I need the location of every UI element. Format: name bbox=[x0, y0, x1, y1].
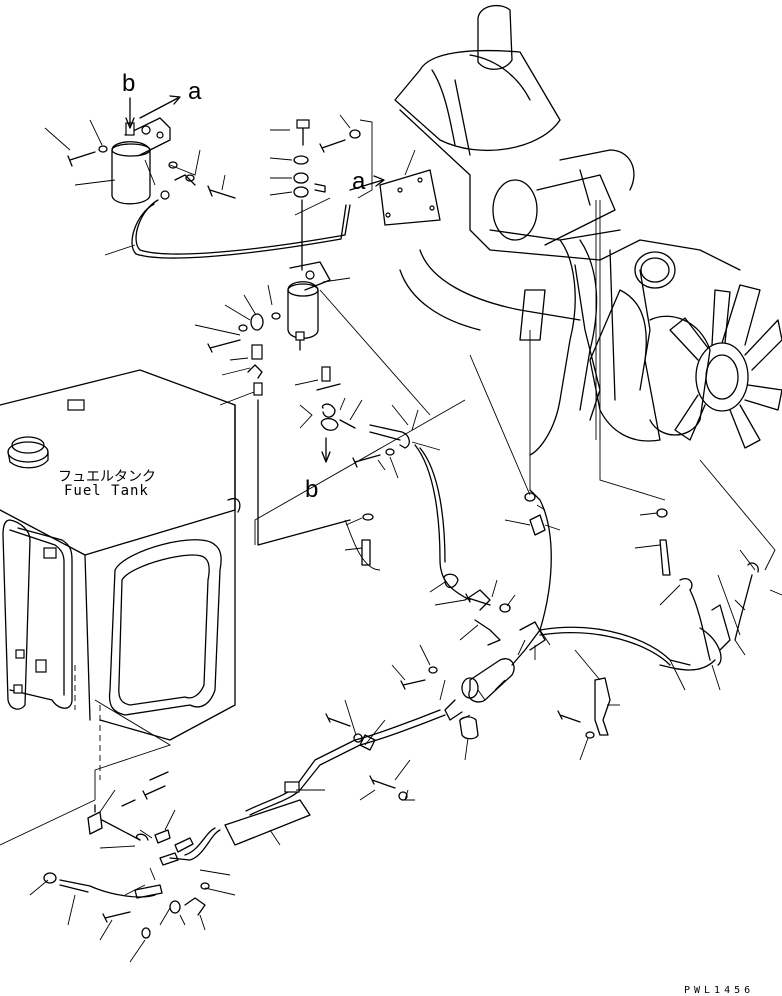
view-a-callout: a bbox=[188, 78, 202, 105]
view-b-lower-callout: b bbox=[305, 476, 319, 503]
water-separator-icon bbox=[287, 261, 331, 351]
bolt-icon bbox=[296, 119, 361, 153]
view-b-callout: b bbox=[122, 70, 136, 97]
clamp-icon bbox=[443, 573, 546, 651]
washer-icon bbox=[293, 155, 326, 198]
view-a-bracket-callout: a bbox=[352, 168, 366, 195]
fuel-filter-icon bbox=[67, 117, 236, 205]
hose-icon bbox=[135, 199, 351, 255]
fuel-tank-label-jp: フュエルタンク bbox=[58, 469, 156, 485]
fuel-tank-icon bbox=[0, 369, 241, 780]
fuel-tank-label-en: Fuel Tank bbox=[64, 483, 149, 499]
fan-icon bbox=[669, 284, 782, 449]
inline-filter-icon bbox=[444, 658, 515, 740]
drawing-number: PWL1456 bbox=[684, 985, 755, 996]
engine-icon bbox=[394, 4, 782, 456]
